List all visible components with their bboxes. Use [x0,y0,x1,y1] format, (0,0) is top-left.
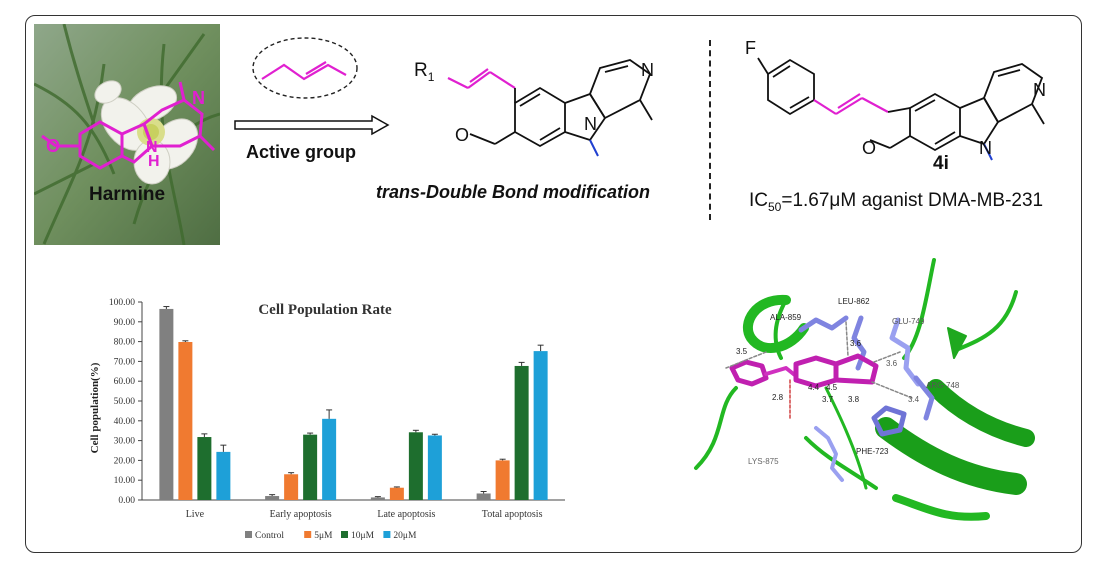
residue-label: GLU-749 [892,317,925,326]
residue-label: PHE-723 [856,447,889,456]
y-tick-label: 100.00 [109,298,135,308]
x-category-label: Total apoptosis [482,509,543,520]
distance-label: 3.5 [736,347,748,356]
residue-label: ARG-748 [926,381,960,390]
y-tick-label: 60.00 [114,377,136,387]
x-category-label: Live [186,509,205,520]
bar [533,351,548,500]
legend-swatch [245,531,252,538]
right-methoxy-o: O [862,138,877,158]
modification-caption: trans-Double Bond modification [376,182,650,202]
y-tick-label: 50.00 [114,397,136,407]
distance-label: 4.5 [826,383,838,392]
distance-label: 3.6 [886,359,898,368]
bar [322,418,337,500]
x-category-label: Late apoptosis [377,509,435,520]
compound-4i-label: 4i [933,153,949,174]
x-category-label: Early apoptosis [270,509,332,520]
legend-label: 5μM [314,531,333,541]
right-pyridine-n: N [1033,80,1046,100]
middle-pyridine-n: N [641,60,654,80]
active-group-label: Active group [246,142,357,162]
ic-prefix: IC [749,190,768,211]
vertical-divider [709,40,713,220]
compound-4i-structure [740,28,1070,188]
docking-pose-image: 3.5 3.6 3.6 2.8 3.7 4.4 4.5 3.8 3.4 LEU-… [686,258,1056,524]
harmine-label: Harmine [89,184,166,205]
distance-label: 3.4 [908,395,920,404]
svg-text:O: O [46,136,60,156]
harmine-plant-photo: O N N H [34,24,220,245]
y-tick-label: 40.00 [114,417,136,427]
legend-label: 20μM [393,531,417,541]
r-group-letter: R [414,60,428,81]
chart-ylabel: Cell population(%) [89,362,101,453]
distance-label: 3.6 [850,339,862,348]
bar [197,437,212,500]
distance-label: 2.8 [772,393,784,402]
residue-label: LEU-862 [838,297,870,306]
bar [265,496,280,500]
bar [514,365,529,500]
bar [476,493,491,500]
right-indole-n: N [979,138,992,158]
bar [427,435,442,500]
bar [408,432,423,500]
middle-indole-n: N [584,114,597,134]
bar [495,460,510,500]
y-tick-label: 90.00 [114,318,136,328]
ic50-caption: IC50=1.67μM aganist DMA-MB-231 [749,190,1043,214]
harmine-structure-overlay [41,81,216,170]
legend-label: Control [255,531,284,541]
middle-methoxy-o: O [455,125,470,145]
y-tick-label: 10.00 [114,476,136,486]
ic-value: =1.67μM aganist DMA-MB-231 [781,190,1044,211]
y-tick-label: 20.00 [114,456,136,466]
distance-label: 3.8 [848,395,860,404]
bar [370,497,385,500]
fluorine-label: F [745,38,756,58]
bar [303,434,318,500]
y-tick-label: 30.00 [114,437,136,447]
bar [178,341,193,500]
legend-label: 10μM [351,531,375,541]
y-tick-label: 80.00 [114,338,136,348]
transformation-arrow [234,114,390,136]
chart-svg: Cell Population Rate Cell population(%) … [89,298,565,541]
distance-label: 3.7 [822,395,834,404]
legend-swatch [383,531,391,538]
r-group-subscript: 1 [427,69,435,84]
r1-group-label: R1 [414,60,434,84]
legend-swatch [304,531,312,538]
bar [159,308,174,500]
svg-text:N: N [192,88,205,108]
chart-title: Cell Population Rate [258,302,392,318]
svg-text:N: N [146,139,158,156]
y-tick-label: 70.00 [114,357,136,367]
residue-label: LYS-875 [748,457,779,466]
bar [216,451,231,500]
bar [389,487,404,500]
distance-label: 4.4 [808,383,820,392]
modified-structure-diagram [400,28,680,178]
active-group-ellipse [250,35,360,101]
residue-label: ALA-859 [770,313,802,322]
ic-subscript: 50 [768,199,782,214]
svg-text:H: H [148,153,160,170]
cell-population-chart: Cell Population Rate Cell population(%) … [80,290,580,552]
legend-swatch [341,531,348,538]
y-tick-label: 0.00 [118,496,135,506]
bar [284,474,299,500]
